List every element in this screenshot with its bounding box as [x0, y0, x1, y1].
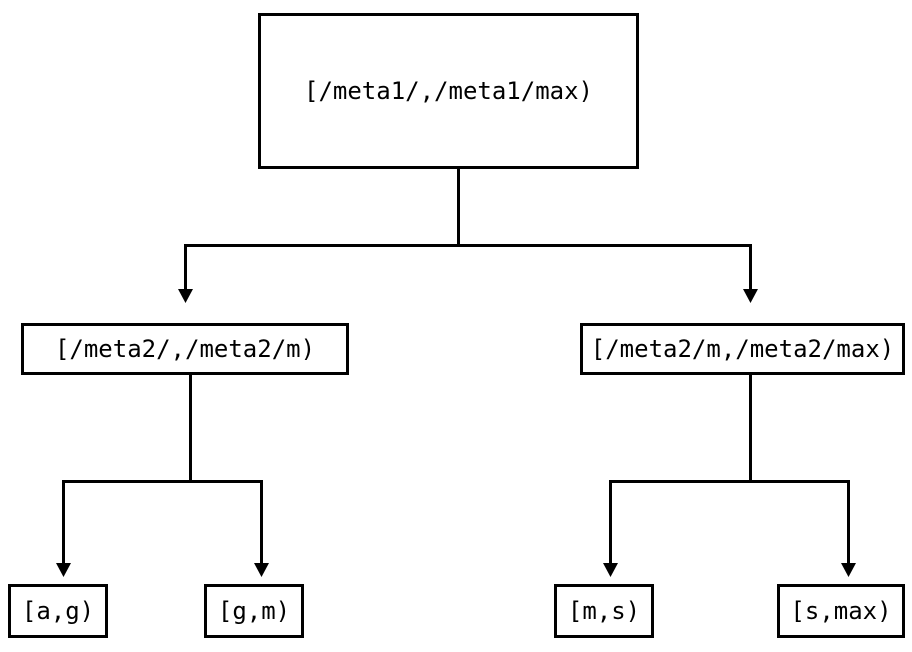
tree-node-leaf-smax-label: [s,max) [790, 597, 892, 625]
arrowhead-icon [56, 563, 71, 577]
edge-root-to-left-mid [178, 169, 460, 303]
tree-node-leaf-smax[interactable]: [s,max) [777, 584, 905, 638]
arrowhead-icon [743, 289, 758, 303]
tree-node-leaf-ag-label: [a,g) [21, 597, 95, 625]
tree-node-right-mid-label: [/meta2/m,/meta2/max) [590, 335, 895, 363]
tree-node-root-label: [/meta1/,/meta1/max) [304, 77, 593, 105]
edge-left-mid-to-leaf-gm [189, 480, 269, 577]
tree-node-leaf-gm-label: [g,m) [217, 597, 291, 625]
tree-node-leaf-ms-label: [m,s) [567, 597, 641, 625]
tree-node-leaf-gm[interactable]: [g,m) [204, 584, 304, 638]
tree-node-leaf-ag[interactable]: [a,g) [8, 584, 108, 638]
edge-right-mid-to-leaf-ms [603, 375, 752, 577]
tree-node-leaf-ms[interactable]: [m,s) [554, 584, 654, 638]
arrowhead-icon [603, 563, 618, 577]
arrowhead-icon [178, 289, 193, 303]
tree-node-left-mid[interactable]: [/meta2/,/meta2/m) [21, 323, 349, 375]
edge-left-mid-to-leaf-ag [56, 375, 192, 577]
edge-root-to-right-mid [457, 244, 758, 303]
arrowhead-icon [254, 563, 269, 577]
arrowhead-icon [841, 563, 856, 577]
tree-node-root[interactable]: [/meta1/,/meta1/max) [258, 13, 639, 169]
tree-node-left-mid-label: [/meta2/,/meta2/m) [54, 335, 316, 363]
edge-right-mid-to-leaf-smax [749, 480, 856, 577]
tree-node-right-mid[interactable]: [/meta2/m,/meta2/max) [580, 323, 905, 375]
